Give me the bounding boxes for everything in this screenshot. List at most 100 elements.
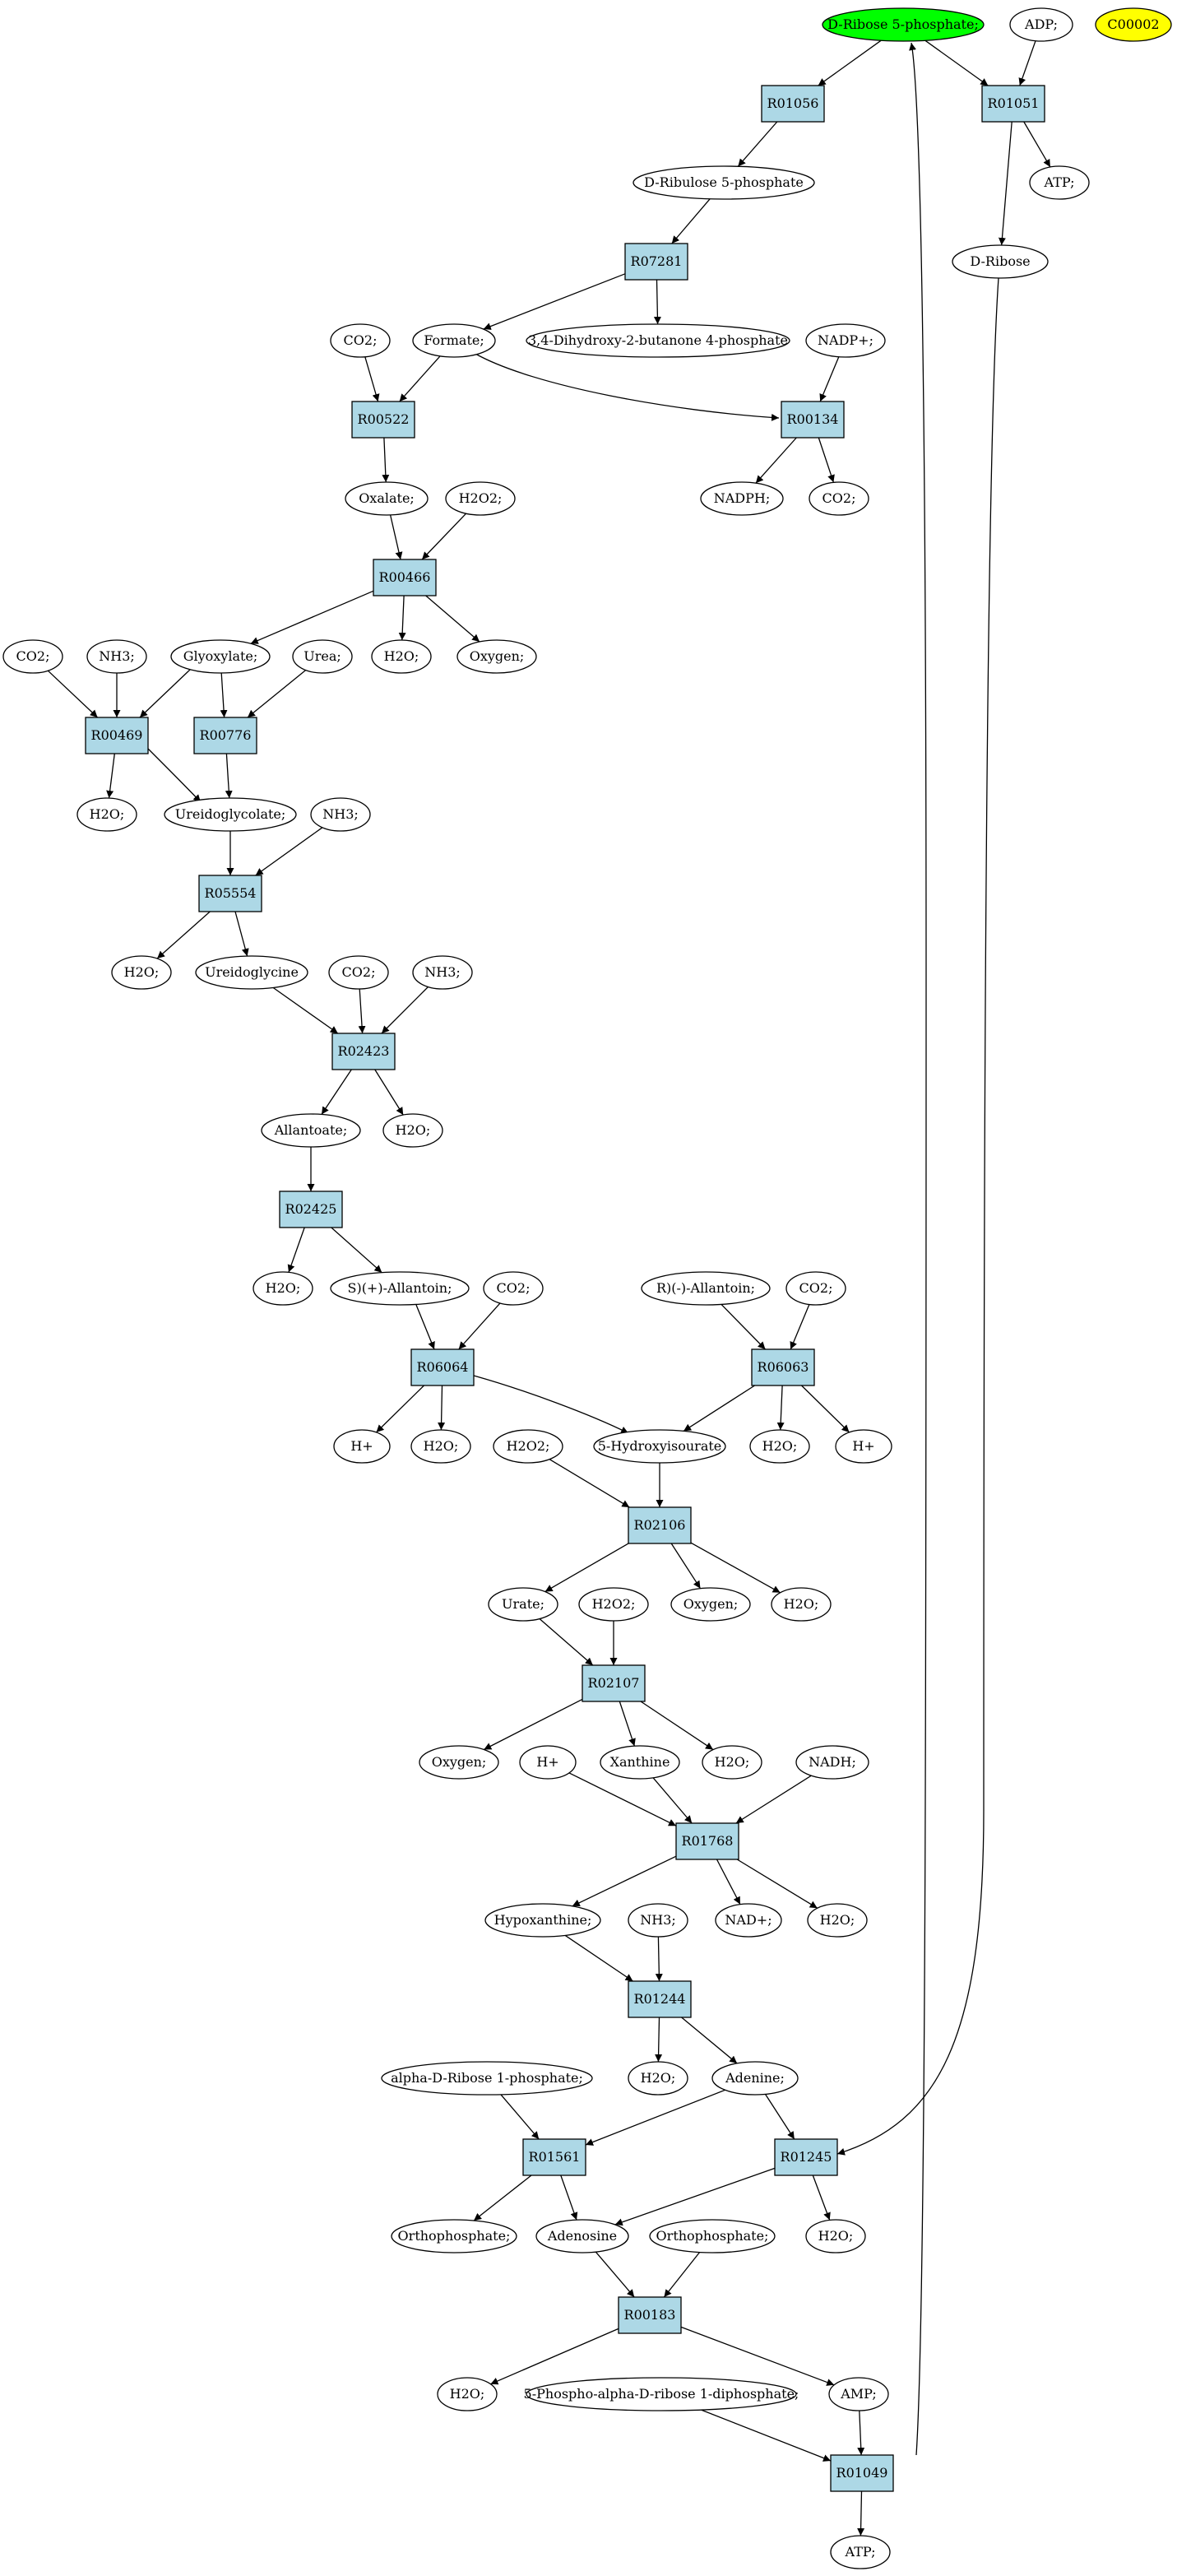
compound-node-c_hplus_b[interactable]: H+ [835,1429,892,1464]
reaction-node-r_R01244[interactable]: R01244 [628,1980,692,2018]
compound-node-c_atp1[interactable]: ATP; [1029,165,1090,200]
compound-node-c_xanthine[interactable]: Xanthine [600,1745,680,1780]
compound-node-c_h2o_j[interactable]: H2O; [807,1903,868,1938]
reaction-node-r_R00466[interactable]: R00466 [373,559,437,596]
compound-node-c_formate[interactable]: Formate; [412,323,496,358]
reaction-node-r_R00134[interactable]: R00134 [781,401,845,439]
reaction-box [198,875,262,912]
compound-node-c_h2o_b[interactable]: H2O; [76,797,137,832]
compound-node-c_nh3_a[interactable]: NH3; [86,639,147,674]
compound-node-c_h2o_k[interactable]: H2O; [628,2061,688,2096]
compound-node-c_urate[interactable]: Urate; [488,1587,558,1622]
compound-node-c_h2o_f[interactable]: H2O; [410,1429,471,1464]
compound-node-c_co2_d[interactable]: CO2; [328,955,389,990]
compound-node-c_ureidoglycine[interactable]: Ureidoglycine [195,955,308,990]
compound-ellipse [345,481,429,516]
compound-node-c_hypoxanthine[interactable]: Hypoxanthine; [484,1903,601,1938]
compound-ellipse [835,1429,892,1464]
node-label: Oxalate; [359,490,415,506]
reaction-node-r_R01768[interactable]: R01768 [675,1822,739,1860]
reaction-node-r_R02106[interactable]: R02106 [628,1506,692,1544]
compound-node-c_h2o_h[interactable]: H2O; [771,1587,832,1622]
compound-node-c_orthophos_a[interactable]: Orthophosphate; [391,2219,517,2253]
compound-node-c_h2o_i[interactable]: H2O; [702,1745,762,1780]
edge-r_R00134-to-c_nadph [755,437,797,484]
reaction-node-r_R00469[interactable]: R00469 [85,717,149,754]
compound-node-c_dribose[interactable]: D-Ribose [952,244,1049,279]
compound-node-c_h2o_m[interactable]: H2O; [437,2377,498,2411]
edge-r_R06064-to-c_5hiu [473,1375,629,1434]
compound-node-c_co2_b[interactable]: CO2; [809,481,869,516]
compound-node-c_h2o_g[interactable]: H2O; [749,1429,810,1464]
compound-node-c_allantoate[interactable]: Allantoate; [261,1113,361,1148]
reaction-node-r_R06063[interactable]: R06063 [751,1348,815,1386]
node-label: R00469 [91,727,143,743]
compound-node-c_co2_c[interactable]: CO2; [2,639,63,674]
compound-node-c_c00002[interactable]: C00002 [1095,7,1172,42]
reaction-node-r_R07281[interactable]: R07281 [624,243,688,281]
reaction-node-r_R01561[interactable]: R01561 [522,2138,586,2176]
compound-node-c_r5p[interactable]: D-Ribose 5-phosphate; [822,7,985,42]
reaction-node-r_R01051[interactable]: R01051 [981,85,1045,123]
compound-node-c_h2o2_a[interactable]: H2O2; [445,481,516,516]
reaction-node-r_R02423[interactable]: R02423 [331,1033,396,1070]
compound-node-c_adenine[interactable]: Adenine; [711,2061,799,2096]
edge-c_amp-to-r_R01049 [857,2410,865,2456]
compound-node-c_ureidoglycolate[interactable]: Ureidoglycolate; [164,797,297,832]
compound-node-c_ar1p[interactable]: alpha-D-Ribose 1-phosphate; [381,2061,593,2096]
compound-node-c_glyoxylate[interactable]: Glyoxylate; [170,639,271,674]
reaction-node-r_R06064[interactable]: R06064 [410,1348,475,1386]
compound-node-c_nadph[interactable]: NADPH; [700,481,784,516]
compound-node-c_oxygen_a[interactable]: Oxygen; [456,639,537,674]
compound-node-c_nadh[interactable]: NADH; [795,1745,869,1780]
compound-node-c_adenosine[interactable]: Adenosine [535,2219,629,2253]
compound-node-c_h2o_a[interactable]: H2O; [371,639,432,674]
compound-node-c_adp[interactable]: ADP; [1009,7,1073,42]
compound-node-c_oxygen_b[interactable]: Oxygen; [670,1587,751,1622]
reaction-node-r_R01245[interactable]: R01245 [774,2138,838,2176]
node-label: NH3; [99,648,135,664]
compound-node-c_ru5p[interactable]: D-Ribulose 5-phosphate [633,165,815,200]
reaction-box [675,1822,739,1860]
compound-node-c_nadp[interactable]: NADP+; [805,323,886,358]
reaction-node-r_R02107[interactable]: R02107 [582,1664,646,1702]
compound-node-c_h2o_l[interactable]: H2O; [805,2219,866,2253]
compound-node-c_h2o2_b[interactable]: H2O2; [493,1429,563,1464]
compound-node-c_amp[interactable]: AMP; [828,2377,889,2411]
compound-node-c_co2_f[interactable]: CO2; [785,1271,846,1306]
compound-node-c_oxalate[interactable]: Oxalate; [345,481,429,516]
compound-node-c_oxygen_c[interactable]: Oxygen; [419,1745,499,1780]
compound-node-c_h2o_d[interactable]: H2O; [382,1113,443,1148]
compound-node-c_nh3_d[interactable]: NH3; [628,1903,688,1938]
reaction-node-r_R01049[interactable]: R01049 [830,2454,894,2492]
compound-node-c_h2o2_c[interactable]: H2O2; [578,1587,649,1622]
compound-node-c_s_allantoin[interactable]: S)(+)-Allantoin; [330,1271,470,1306]
reaction-node-r_R00776[interactable]: R00776 [193,717,257,754]
compound-node-c_5hiu[interactable]: 5-Hydroxyisourate [593,1429,726,1464]
compound-node-c_nad[interactable]: NAD+; [715,1903,782,1938]
compound-node-c_dhbp[interactable]: 3,4-Dihydroxy-2-butanone 4-phosphate [526,323,790,358]
compound-node-c_hplus_c[interactable]: H+ [519,1745,577,1780]
compound-node-c_prpp[interactable]: 5-Phospho-alpha-D-ribose 1-diphosphate; [524,2377,799,2411]
compound-node-c_nh3_b[interactable]: NH3; [310,797,371,832]
compound-node-c_urea[interactable]: Urea; [292,639,353,674]
compound-node-c_co2_e[interactable]: CO2; [483,1271,544,1306]
reaction-node-r_R02425[interactable]: R02425 [279,1191,343,1228]
reaction-node-r_R05554[interactable]: R05554 [198,875,262,912]
reaction-node-r_R00183[interactable]: R00183 [618,2296,682,2334]
compound-ellipse [535,2219,629,2253]
node-label: R01056 [767,95,819,111]
compound-node-c_h2o_e[interactable]: H2O; [253,1271,313,1306]
compound-node-c_nh3_c[interactable]: NH3; [412,955,473,990]
node-label: ATP; [845,2544,876,2560]
compound-node-c_h2o_c[interactable]: H2O; [111,955,172,990]
reaction-node-r_R00522[interactable]: R00522 [351,401,415,439]
compound-node-c_hplus_a[interactable]: H+ [333,1429,391,1464]
compound-node-c_atp2[interactable]: ATP; [830,2535,891,2569]
compound-node-c_r_allantoin[interactable]: R)(-)-Allantoin; [641,1271,771,1306]
compound-node-c_co2_a[interactable]: CO2; [330,323,391,358]
reaction-node-r_R01056[interactable]: R01056 [761,85,825,123]
edges-layer [47,39,1051,2537]
reaction-box [582,1664,646,1702]
compound-node-c_orthophos_b[interactable]: Orthophosphate; [649,2219,776,2253]
